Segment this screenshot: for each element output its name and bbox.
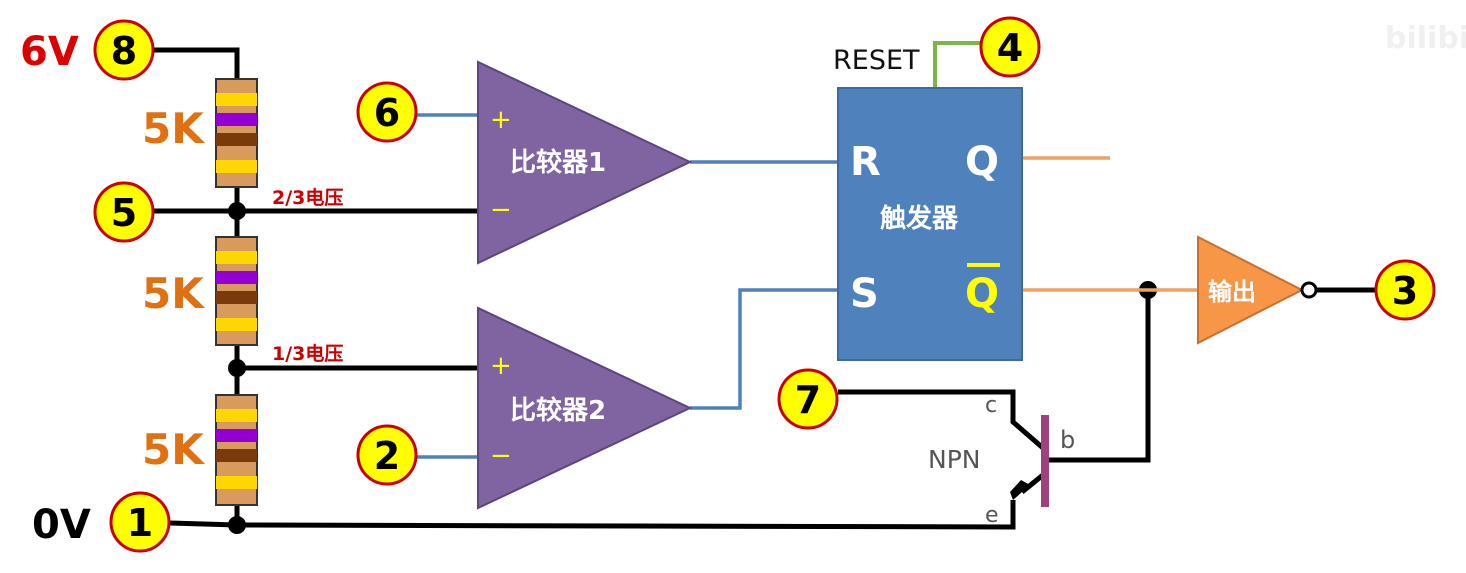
pin-4: 4 (979, 16, 1041, 78)
pin-2: 2 (356, 424, 418, 486)
qbar-output-label: Q (965, 271, 999, 317)
comparator-2-label: 比较器2 (510, 395, 606, 426)
svg-text:8: 8 (111, 29, 137, 73)
npn-transistor: c b e NPN (928, 393, 1075, 528)
pin-3: 3 (1374, 259, 1436, 321)
orange-wires (1022, 156, 1200, 292)
gnd-label: 0V (32, 502, 91, 548)
flip-flop-label: 触发器 (880, 203, 959, 234)
vcc-label: 6V (20, 29, 79, 75)
svg-text:2: 2 (374, 434, 400, 478)
transistor-type-label: NPN (928, 445, 980, 474)
junctions (228, 202, 1157, 534)
collector-label: c (985, 393, 997, 418)
svg-text:3: 3 (1392, 269, 1418, 313)
resistor-top (215, 78, 258, 188)
svg-text:1: 1 (127, 501, 153, 545)
emitter-label: e (985, 503, 999, 528)
resistor-label: 5K (142, 425, 205, 474)
resistor-label: 5K (142, 269, 205, 318)
svg-text:6: 6 (374, 91, 400, 135)
base-label: b (1060, 426, 1075, 454)
pin-7: 7 (777, 368, 839, 430)
pin-5: 5 (93, 181, 155, 243)
emitter-arrow-icon (1010, 480, 1030, 500)
black-wires (154, 47, 1375, 530)
resistor-label: 5K (142, 104, 205, 153)
resistor-bottom (215, 394, 258, 506)
output-label: 输出 (1208, 278, 1256, 306)
plus-sign: + (490, 351, 512, 381)
svg-text:5: 5 (111, 191, 137, 235)
reset-wire (933, 41, 980, 88)
watermark-logo: bilibili (1385, 21, 1466, 56)
inverter-bubble-icon (1300, 281, 1318, 299)
one-third-voltage-label: 1/3电压 (272, 342, 343, 365)
pin-6: 6 (356, 81, 418, 143)
q-output-label: Q (965, 139, 999, 185)
svg-text:4: 4 (997, 26, 1023, 70)
plus-sign: + (490, 105, 512, 135)
blue-wires (417, 113, 838, 459)
output-buffer: 输出 (1197, 235, 1318, 345)
pin-1: 1 (109, 491, 171, 553)
reset-label: RESET (833, 45, 920, 76)
minus-sign: − (490, 441, 512, 471)
two-thirds-voltage-label: 2/3电压 (272, 186, 343, 209)
svg-text:7: 7 (795, 378, 821, 422)
r-input-label: R (850, 139, 881, 185)
comparator-2: + − 比较器2 (477, 306, 693, 510)
resistor-middle (215, 236, 258, 346)
pin-8: 8 (93, 19, 155, 81)
comparator-1: + − 比较器1 (477, 60, 693, 265)
s-input-label: S (850, 271, 879, 317)
comparator-1-label: 比较器1 (510, 147, 606, 178)
minus-sign: − (490, 195, 512, 225)
flip-flop: R Q 触发器 S Q (837, 87, 1023, 361)
